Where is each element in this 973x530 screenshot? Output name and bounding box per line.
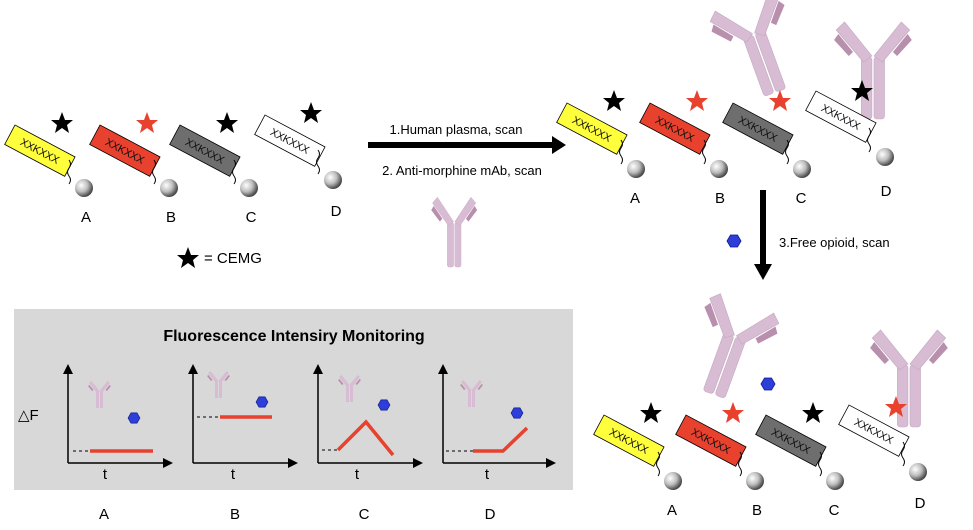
label-b-left: B	[166, 209, 176, 226]
cemg-star-a	[51, 112, 73, 133]
hexagon-mini-icon-a	[127, 412, 141, 424]
antibody-c-top	[704, 0, 813, 107]
cemg-star-c2	[769, 90, 791, 111]
label-b-right-top: B	[715, 190, 725, 207]
step1-text: 1.Human plasma, scan	[390, 122, 523, 137]
step3-text: 3.Free opioid, scan	[779, 235, 890, 250]
free-opioid-hexagon-icon	[726, 234, 742, 248]
label-d-left: D	[331, 203, 342, 220]
panel-label-d: D	[485, 506, 496, 523]
cemg-star-b3	[722, 402, 744, 423]
probe-a-left: XXKXXX	[4, 124, 76, 177]
step2-text: 2. Anti-morphine mAb, scan	[382, 163, 542, 178]
trace-c	[336, 419, 395, 457]
bead-a-left	[75, 179, 93, 197]
cemg-star-a3	[640, 402, 662, 423]
cemg-star-a2	[603, 90, 625, 111]
bead-c-left	[240, 179, 258, 197]
label-c-right-top: C	[796, 190, 807, 207]
t-label-c: t	[355, 466, 360, 483]
legend-star-icon	[177, 247, 199, 268]
arrow-down-shaft	[760, 190, 766, 266]
t-label-b: t	[231, 466, 236, 483]
label-c-right-bottom: C	[829, 502, 840, 519]
panel-label-b: B	[230, 506, 240, 523]
cemg-star-c	[216, 112, 238, 133]
label-d-right-bottom: D	[915, 495, 926, 512]
bead-b-left	[160, 179, 178, 197]
hexagon-mini-icon-c	[377, 399, 391, 411]
antibody-d-top	[833, 21, 913, 120]
cemg-star-b	[136, 112, 158, 133]
label-c-left: C	[246, 209, 257, 226]
delta-f-label: △F	[18, 407, 39, 424]
panel-label-a: A	[99, 506, 109, 523]
label-a-left: A	[81, 209, 91, 226]
t-label-d: t	[485, 466, 490, 483]
panel-title: Fluorescence Intensiry Monitoring	[163, 328, 424, 345]
hexagon-bound-free-icon	[760, 377, 776, 391]
label-d-right-top: D	[881, 183, 892, 200]
arrow-right-head	[552, 136, 566, 154]
mini-chart-d: t	[438, 364, 556, 483]
bead-d-left	[324, 171, 342, 189]
arrow-right-shaft	[368, 142, 553, 148]
probe-group-left: XXKXXX A XXKXXX B XXKXXX C XXKXXX D	[4, 102, 342, 226]
legend-label: = CEMG	[204, 250, 262, 267]
mini-chart-b: t	[188, 364, 298, 483]
label-a-right-bottom: A	[667, 502, 677, 519]
hexagon-mini-icon-b	[255, 396, 269, 408]
hexagon-mini-icon-d	[510, 407, 524, 419]
monitoring-panel	[14, 309, 573, 490]
label-a-right-top: A	[630, 190, 640, 207]
cemg-star-c3	[802, 402, 824, 423]
cemg-star-d	[300, 102, 322, 123]
probe-group-right-bottom: XXKXXX A XXKXXX B XXKXXX C XXKXXX D	[593, 289, 949, 519]
arrow-down-head	[754, 264, 772, 280]
cemg-star-d2	[851, 80, 873, 101]
cemg-star-b2	[686, 90, 708, 111]
mini-chart-a: t	[63, 364, 173, 483]
mini-chart-c: t	[313, 364, 423, 483]
label-b-right-bottom: B	[752, 502, 762, 519]
probe-d-bar	[254, 114, 326, 167]
panel-label-c: C	[359, 506, 370, 523]
antibody-d-bottom	[869, 329, 949, 428]
cemg-star-d3	[885, 396, 907, 417]
t-label-a: t	[103, 466, 108, 483]
trace-d	[473, 426, 529, 453]
antibody-icon-step2	[430, 196, 478, 268]
probe-group-right-top: XXKXXX A XXKXXX B XXKXXX C XXKXXX D	[556, 0, 913, 207]
